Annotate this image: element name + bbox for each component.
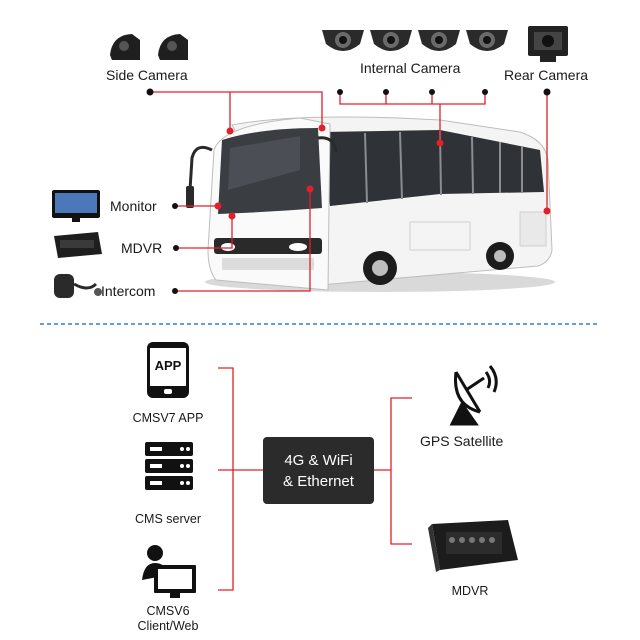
intercom-label: Intercom — [101, 283, 156, 299]
connectivity-hub: 4G & WiFi & Ethernet — [263, 437, 374, 504]
top-connector-dots — [146, 88, 551, 294]
monitor-image — [52, 190, 100, 222]
cms-server-label: CMS server — [135, 512, 201, 526]
cmsv7-app-label: CMSV7 APP — [132, 411, 204, 425]
server-icon — [145, 442, 193, 490]
side-camera-image — [110, 34, 188, 60]
mdvr-top-label: MDVR — [121, 240, 163, 256]
hub-line-2: & Ethernet — [283, 472, 354, 490]
monitor-label: Monitor — [110, 198, 157, 214]
bus-illustration — [186, 116, 555, 292]
gps-satellite-icon — [449, 365, 498, 426]
gps-satellite-label: GPS Satellite — [420, 433, 504, 449]
intercom-image — [54, 274, 102, 298]
cmsv6-label-line1: CMSV6 — [146, 604, 190, 618]
internal-camera-label: Internal Camera — [360, 60, 461, 76]
mdvr-top-image — [54, 232, 102, 258]
rear-camera-label: Rear Camera — [504, 67, 589, 83]
bottom-connectors — [218, 367, 412, 591]
side-camera-label: Side Camera — [106, 67, 188, 83]
app-icon: APP — [147, 342, 189, 398]
internal-camera-images — [322, 30, 508, 51]
rear-camera-image — [528, 26, 568, 62]
client-web-icon — [142, 545, 196, 598]
hub-line-1: 4G & WiFi — [284, 451, 353, 469]
app-icon-text: APP — [154, 358, 182, 373]
mdvr-bottom-image — [428, 520, 518, 572]
mdvr-bottom-label: MDVR — [451, 584, 489, 598]
cmsv6-label-line2: Client/Web — [137, 619, 199, 633]
